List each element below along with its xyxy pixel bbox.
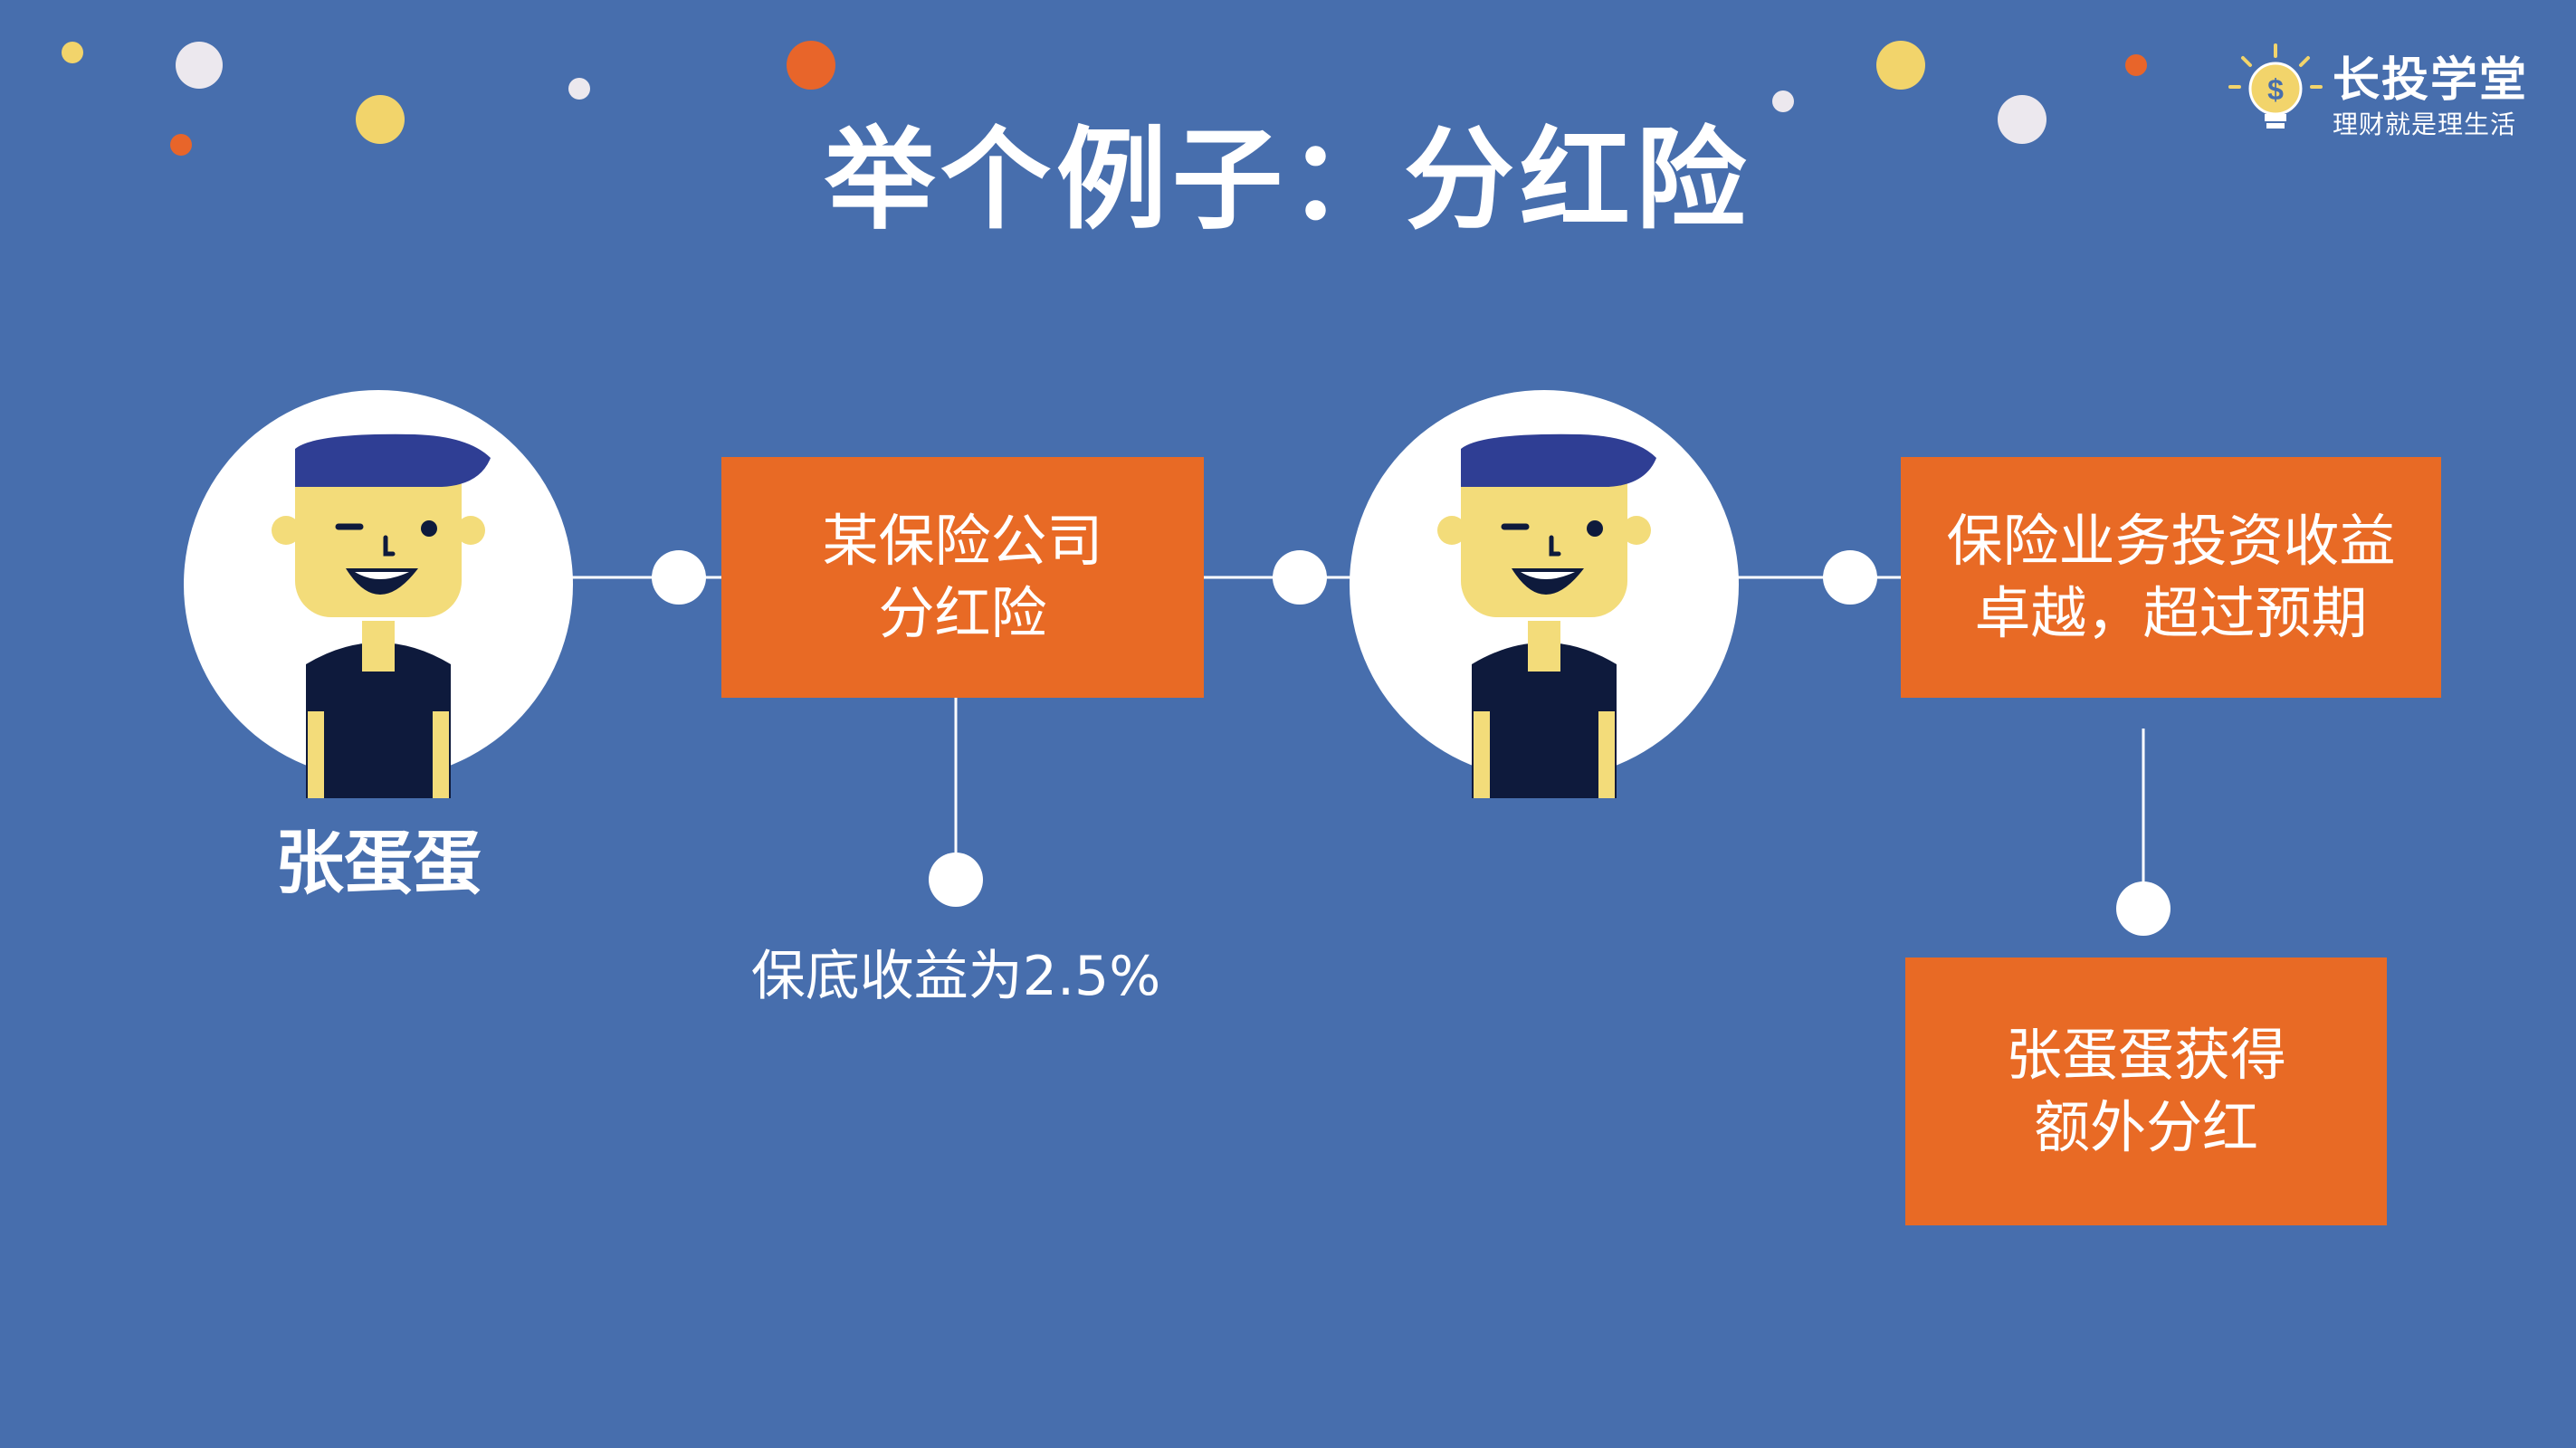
brand-logo: 长投学堂 理财就是理生活: [2333, 51, 2528, 139]
connector-dots: [652, 550, 2171, 936]
avatar-zhangdandan-2: [1350, 390, 1739, 798]
page-title: 举个例子：分红险: [825, 116, 1751, 244]
svg-text:$: $: [2267, 73, 2284, 106]
connector-dot: [2116, 881, 2171, 936]
brand-name: 长投学堂: [2333, 53, 2529, 108]
avatar-zhangdandan-1: [184, 390, 573, 798]
brand-slogan: 理财就是理生活: [2333, 110, 2517, 139]
result-line-2: 额外分红: [2033, 1094, 2258, 1160]
result-box: 张蛋蛋获得 额外分红: [1905, 957, 2387, 1225]
product-line-1: 某保险公司: [822, 508, 1103, 574]
performance-box: 保险业务投资收益 卓越，超过预期: [1901, 457, 2441, 698]
performance-line-2: 卓越，超过预期: [1974, 580, 2368, 646]
result-line-1: 张蛋蛋获得: [2005, 1022, 2286, 1088]
connector-dot: [652, 550, 706, 605]
confetti: [62, 41, 2147, 156]
lightbulb-dollar-icon: $: [2228, 43, 2323, 129]
connector-dot: [1823, 550, 1877, 605]
connector-dot: [1273, 550, 1327, 605]
guarantee-label: 保底收益为2.5%: [750, 945, 1161, 1008]
person-name-label: 张蛋蛋: [275, 823, 482, 903]
performance-line-1: 保险业务投资收益: [1946, 508, 2396, 574]
product-line-2: 分红险: [878, 580, 1047, 646]
connector-dot: [929, 853, 983, 907]
product-box: 某保险公司 分红险: [721, 457, 1204, 698]
